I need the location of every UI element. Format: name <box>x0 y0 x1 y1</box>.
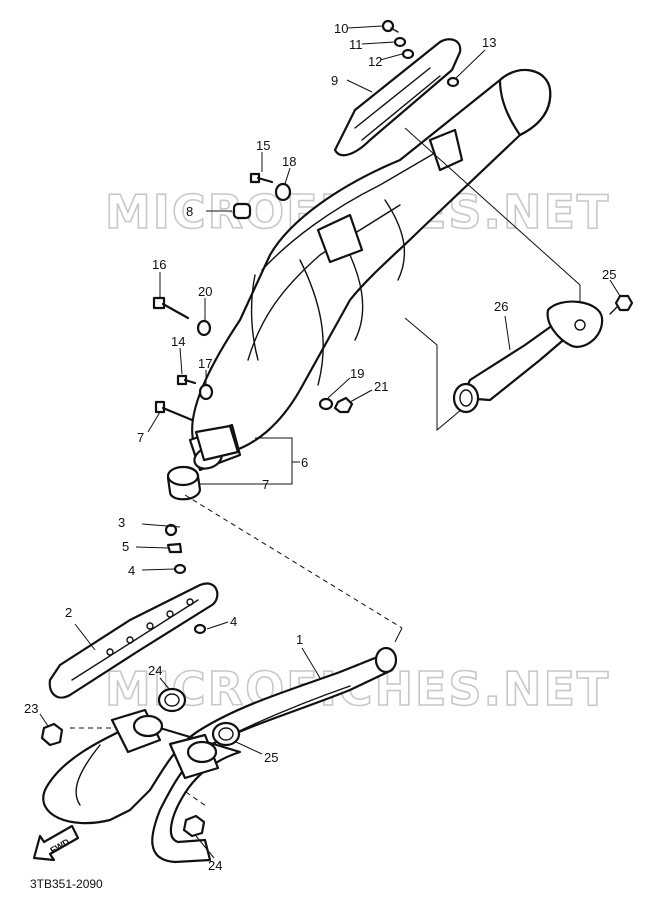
forward-direction-arrow: FWD <box>32 824 80 862</box>
collar-5[interactable] <box>166 542 183 554</box>
callout-23: 21 <box>374 379 388 394</box>
gasket-25-upper[interactable] <box>157 687 187 713</box>
callout-24-right: 24 <box>208 858 222 873</box>
callout-9: 7 <box>137 430 144 445</box>
callout-3: 3 <box>118 515 125 530</box>
exhaust-pipe[interactable] <box>42 646 398 864</box>
callout-14: 12 <box>368 54 382 69</box>
callout-22: 20 <box>198 284 212 299</box>
diagram-code: 3TB351-2090 <box>30 877 103 891</box>
callout-17: 15 <box>256 138 270 153</box>
assembly-guide-lines <box>70 494 403 807</box>
callout-1: 1 <box>296 632 303 647</box>
callout-15: 13 <box>482 35 496 50</box>
heat-shield-upper[interactable] <box>333 38 462 157</box>
callout-labels: 10 11 12 13 9 15 18 8 16 20 14 17 7 19 2… <box>24 21 616 873</box>
bolt-8[interactable] <box>609 294 634 315</box>
callout-12: 10 <box>334 21 348 36</box>
grommet-4-lower[interactable] <box>193 623 207 635</box>
washer-19[interactable] <box>198 383 214 401</box>
bolt-12[interactable] <box>381 19 399 33</box>
callout-26: 26 <box>494 299 508 314</box>
callout-20: 18 <box>282 154 296 169</box>
washer-13[interactable] <box>393 36 407 48</box>
bolt-17[interactable] <box>249 172 274 184</box>
callout-8: 25 <box>602 267 616 282</box>
bolt-16[interactable] <box>176 374 197 386</box>
gasket-7[interactable] <box>166 465 202 501</box>
callout-10: 8 <box>186 204 193 219</box>
tail-pipe[interactable] <box>452 300 604 414</box>
collar-14[interactable] <box>401 48 415 60</box>
callout-6: 6 <box>301 455 308 470</box>
bolt-18[interactable] <box>152 296 190 320</box>
bolt-9[interactable] <box>154 400 194 422</box>
callout-13: 11 <box>349 37 363 52</box>
callout-11: 9 <box>331 73 338 88</box>
washer-22[interactable] <box>196 319 212 337</box>
washer-20[interactable] <box>274 182 292 202</box>
leader-lines <box>39 25 621 859</box>
washer-21[interactable] <box>318 397 334 411</box>
damper-10[interactable] <box>232 202 252 220</box>
callout-7: 7 <box>262 477 269 492</box>
callout-18: 16 <box>152 257 166 272</box>
callout-21: 19 <box>350 366 364 381</box>
callout-24-left: 23 <box>24 701 38 716</box>
grommet-15[interactable] <box>446 76 460 88</box>
nut-24-right[interactable] <box>182 814 206 838</box>
callout-25-lower: 25 <box>264 750 278 765</box>
callout-25-upper: 24 <box>148 663 162 678</box>
callout-4-lower: 4 <box>230 614 237 629</box>
callout-4-upper: 4 <box>128 563 135 578</box>
clamp-6[interactable] <box>194 424 240 462</box>
heat-shield-lower[interactable] <box>48 582 219 699</box>
callout-19: 17 <box>198 356 212 371</box>
callout-5: 5 <box>122 539 129 554</box>
bolt-3[interactable] <box>164 523 178 537</box>
grommet-4-upper[interactable] <box>173 563 187 575</box>
callout-2: 2 <box>65 605 72 620</box>
nut-23[interactable] <box>333 396 354 414</box>
gasket-25-lower[interactable] <box>211 721 241 747</box>
nut-24-left[interactable] <box>40 722 64 747</box>
callout-16: 14 <box>171 334 185 349</box>
